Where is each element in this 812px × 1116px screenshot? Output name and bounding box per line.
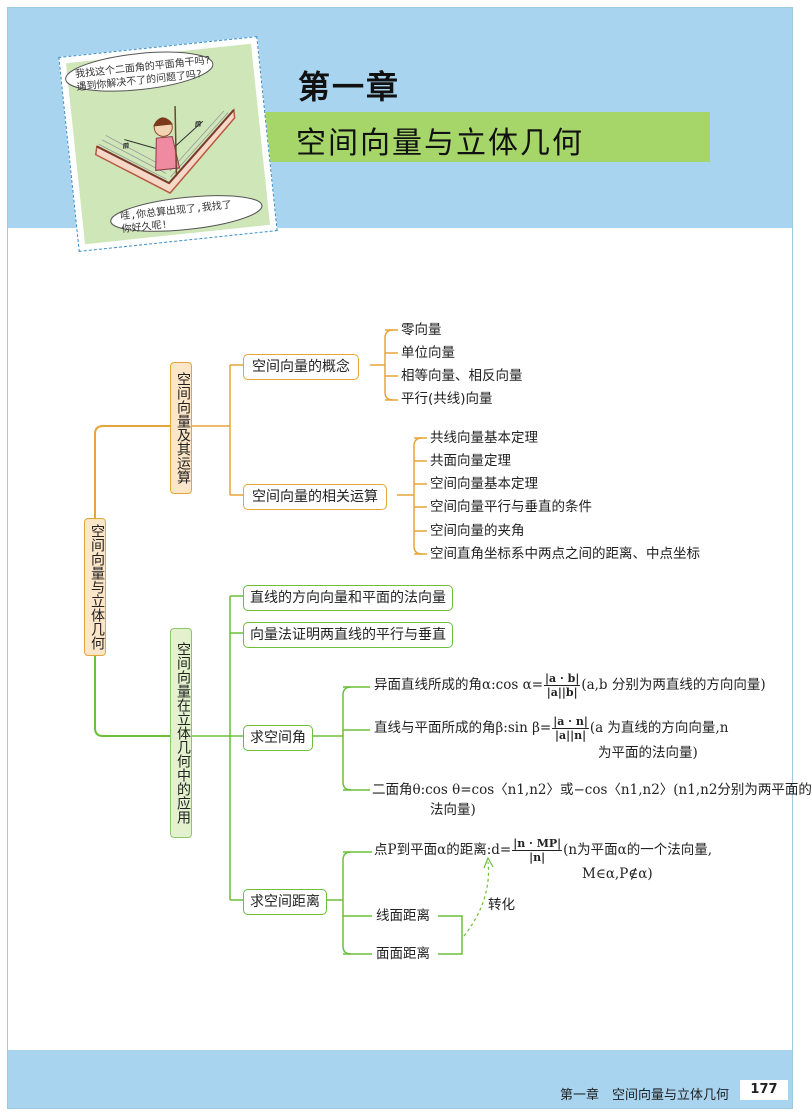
chapter-title-bar: [230, 112, 710, 162]
formula-line-plane-angle: 直线与平面所成的角β:sin β=|a · n||a||n|(a 为直线的方向向…: [374, 715, 728, 742]
formula-distance-pre: 点P到平面α的距离:d=: [374, 842, 512, 858]
cartoon-drawing: [65, 43, 271, 245]
formula-lineplane-numerator: |a · n|: [552, 715, 589, 729]
formula-distance-numerator: |n · MP|: [512, 837, 563, 851]
leaf-parallel-vector: 平行(共线)向量: [401, 391, 493, 407]
formula-lineplane-pre: 直线与平面所成的角β:sin β=: [374, 720, 552, 736]
formula-point-plane-distance-cont: M∈α,P∉α): [582, 866, 653, 882]
leaf-collinear-theorem: 共线向量基本定理: [430, 430, 538, 446]
mindmap-root: 空间向量与立体几何: [84, 518, 106, 656]
leaf-vector-angle: 空间向量的夹角: [430, 523, 525, 539]
formula-skew-pre: 异面直线所成的角α:cos α=: [374, 677, 544, 693]
branch-vector-applications: 空间向量在立体几何中的应用: [170, 628, 192, 838]
leaf-line-plane-distance: 线面距离: [376, 908, 430, 924]
node-spatial-distance: 求空间距离: [243, 889, 327, 915]
formula-skew-post: (a,b 分别为两直线的方向向量): [581, 677, 766, 693]
page-frame: [7, 7, 793, 1109]
formula-skew-lines-angle: 异面直线所成的角α:cos α=|a · b||a||b|(a,b 分别为两直线…: [374, 672, 766, 699]
cartoon-illustration: 我找这个二面角的平面角干吗? 遇到你解决不了的问题了吗? 哇,你总算出现了,我找…: [58, 36, 278, 252]
node-vector-concept: 空间向量的概念: [243, 354, 359, 380]
footer-band: [8, 1050, 792, 1108]
branch-vector-operations: 空间向量及其运算: [170, 362, 192, 494]
leaf-equal-opposite-vector: 相等向量、相反向量: [401, 368, 523, 384]
formula-distance-post: (n为平面α的一个法向量,: [563, 842, 713, 858]
formula-line-plane-angle-cont: 为平面的法向量): [598, 745, 698, 761]
chapter-number: 第一章: [298, 68, 401, 106]
node-spatial-angle: 求空间角: [243, 725, 313, 751]
label-convert: 转化: [488, 897, 515, 913]
footer-chapter-title: 第一章 空间向量与立体几何: [560, 1088, 730, 1103]
leaf-parallel-perpendicular: 空间向量平行与垂直的条件: [430, 499, 592, 515]
leaf-unit-vector: 单位向量: [401, 345, 455, 361]
leaf-basis-theorem: 空间向量基本定理: [430, 476, 538, 492]
formula-skew-denominator: |a||b|: [546, 686, 578, 699]
formula-dihedral-angle-cont: 法向量): [430, 802, 476, 818]
formula-distance-fraction: |n · MP||n|: [512, 837, 563, 864]
page-number: 177: [740, 1080, 788, 1100]
leaf-distance-midpoint: 空间直角坐标系中两点之间的距离、中点坐标: [430, 546, 700, 562]
formula-dihedral-angle: 二面角θ:cos θ=cos〈n1,n2〉或−cos〈n1,n2〉(n1,n2分…: [372, 782, 812, 798]
node-vector-operations: 空间向量的相关运算: [243, 484, 387, 510]
formula-lineplane-post: (a 为直线的方向向量,n: [589, 720, 729, 736]
node-direction-normal-vector: 直线的方向向量和平面的法向量: [243, 585, 453, 611]
leaf-coplanar-theorem: 共面向量定理: [430, 453, 511, 469]
formula-lineplane-fraction: |a · n||a||n|: [552, 715, 589, 742]
leaf-plane-plane-distance: 面面距离: [376, 946, 430, 962]
formula-skew-fraction: |a · b||a||b|: [544, 672, 581, 699]
formula-distance-denominator: |n|: [529, 851, 546, 864]
chapter-title: 空间向量与立体几何: [296, 126, 584, 161]
formula-point-plane-distance: 点P到平面α的距离:d=|n · MP||n|(n为平面α的一个法向量,: [374, 837, 712, 864]
node-prove-parallel-perpendicular: 向量法证明两直线的平行与垂直: [243, 622, 453, 648]
formula-lineplane-denominator: |a||n|: [554, 729, 587, 742]
leaf-zero-vector: 零向量: [401, 322, 442, 338]
formula-skew-numerator: |a · b|: [544, 672, 581, 686]
